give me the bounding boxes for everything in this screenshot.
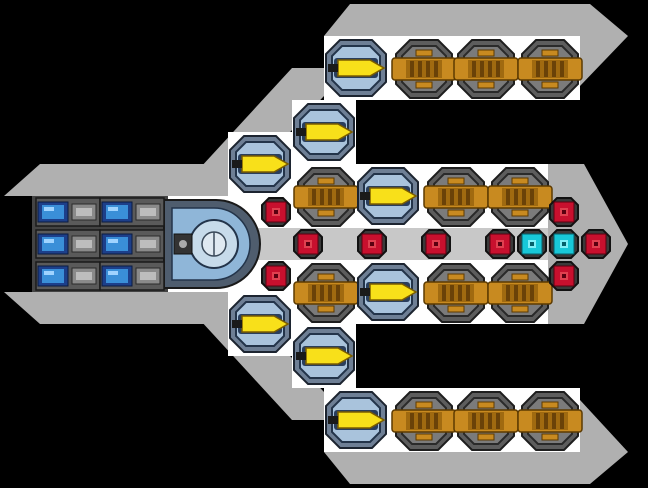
red-armor-block-icon xyxy=(293,229,323,259)
gold-piston-generator-icon xyxy=(517,39,583,99)
generator-module xyxy=(423,263,489,323)
gold-piston-generator-icon xyxy=(391,391,457,451)
yellow-beam-weapon-icon xyxy=(357,167,419,225)
weapon-module xyxy=(293,327,355,385)
yellow-beam-weapon-icon xyxy=(357,263,419,321)
reactor-core xyxy=(163,199,261,289)
gold-piston-generator-icon xyxy=(423,263,489,323)
gold-piston-generator-icon xyxy=(423,167,489,227)
blue-battery-cell-icon xyxy=(99,229,165,259)
ship-modules xyxy=(35,39,611,451)
generator-module xyxy=(391,391,457,451)
weapon-module xyxy=(325,39,387,97)
yellow-beam-weapon-icon xyxy=(229,135,291,193)
armor-block xyxy=(293,229,323,259)
weapon-module xyxy=(357,263,419,321)
yellow-beam-weapon-icon xyxy=(325,391,387,449)
hull-plate xyxy=(4,292,240,324)
battery-module xyxy=(35,197,101,227)
gold-piston-generator-icon xyxy=(487,167,553,227)
cyan-shield-block-icon xyxy=(517,229,547,259)
gold-piston-generator-icon xyxy=(293,167,359,227)
cyan-shield-block-icon xyxy=(549,229,579,259)
yellow-beam-weapon-icon xyxy=(293,327,355,385)
weapon-module xyxy=(229,135,291,193)
armor-block xyxy=(485,229,515,259)
battery-module xyxy=(35,261,101,291)
generator-module xyxy=(453,391,519,451)
armor-block xyxy=(261,197,291,227)
generator-module xyxy=(423,167,489,227)
red-armor-block-icon xyxy=(549,197,579,227)
armor-block xyxy=(549,197,579,227)
armor-block xyxy=(357,229,387,259)
hull-plate xyxy=(4,164,240,196)
gold-piston-generator-icon xyxy=(453,391,519,451)
battery-module xyxy=(35,229,101,259)
shield-block xyxy=(549,229,579,259)
battery-module xyxy=(99,261,165,291)
weapon-module xyxy=(325,391,387,449)
red-armor-block-icon xyxy=(357,229,387,259)
battery-module xyxy=(99,229,165,259)
generator-module xyxy=(391,39,457,99)
gold-piston-generator-icon xyxy=(453,39,519,99)
yellow-beam-weapon-icon xyxy=(229,295,291,353)
armor-block xyxy=(261,261,291,291)
yellow-beam-weapon-icon xyxy=(293,103,355,161)
generator-module xyxy=(487,263,553,323)
gold-piston-generator-icon xyxy=(293,263,359,323)
blue-battery-cell-icon xyxy=(35,261,101,291)
blue-battery-cell-icon xyxy=(99,197,165,227)
yellow-beam-weapon-icon xyxy=(325,39,387,97)
gold-piston-generator-icon xyxy=(391,39,457,99)
gold-piston-generator-icon xyxy=(487,263,553,323)
gold-piston-generator-icon xyxy=(517,391,583,451)
red-armor-block-icon xyxy=(581,229,611,259)
generator-module xyxy=(517,39,583,99)
armor-block xyxy=(581,229,611,259)
battery-module xyxy=(99,197,165,227)
generator-module xyxy=(453,39,519,99)
weapon-module xyxy=(357,167,419,225)
blue-battery-cell-icon xyxy=(99,261,165,291)
blue-battery-cell-icon xyxy=(35,229,101,259)
generator-module xyxy=(517,391,583,451)
shield-block xyxy=(517,229,547,259)
generator-module xyxy=(293,167,359,227)
red-armor-block-icon xyxy=(549,261,579,291)
armor-block xyxy=(421,229,451,259)
reactor-core-icon xyxy=(163,199,261,289)
red-armor-block-icon xyxy=(421,229,451,259)
weapon-module xyxy=(229,295,291,353)
blue-battery-cell-icon xyxy=(35,197,101,227)
generator-module xyxy=(487,167,553,227)
red-armor-block-icon xyxy=(485,229,515,259)
armor-block xyxy=(549,261,579,291)
red-armor-block-icon xyxy=(261,197,291,227)
red-armor-block-icon xyxy=(261,261,291,291)
weapon-module xyxy=(293,103,355,161)
generator-module xyxy=(293,263,359,323)
